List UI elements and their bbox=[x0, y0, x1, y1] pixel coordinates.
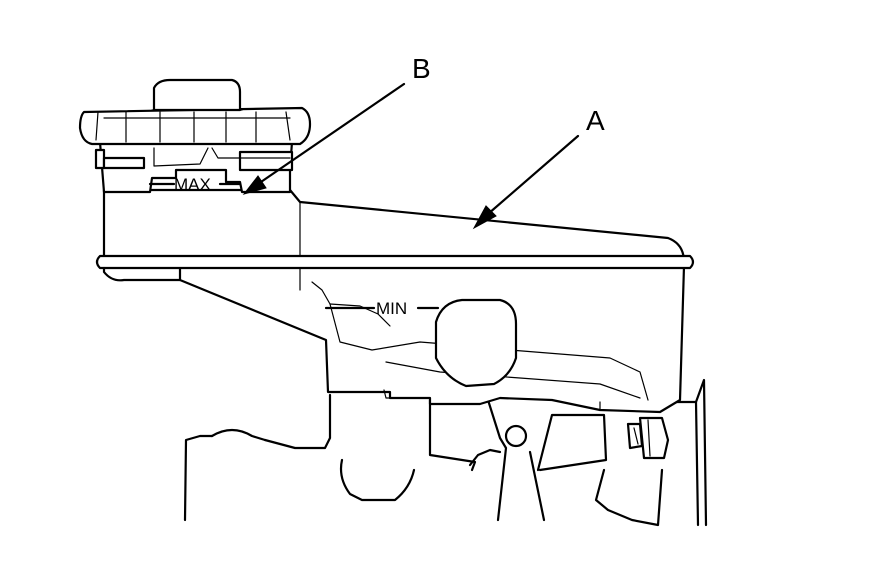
min-label: MIN bbox=[376, 299, 407, 318]
min-level-mark: MIN bbox=[324, 299, 440, 318]
max-level-mark: MAX bbox=[148, 175, 242, 194]
callout-label-b: B bbox=[412, 53, 431, 84]
reservoir-lower-housing bbox=[178, 264, 686, 414]
max-label: MAX bbox=[174, 175, 211, 194]
callout-arrow-b bbox=[242, 82, 406, 195]
reservoir-cap bbox=[78, 78, 312, 194]
callout-label-a: A bbox=[586, 105, 605, 136]
mounting-body bbox=[183, 378, 708, 527]
reservoir-upper-tank bbox=[95, 188, 695, 291]
arrowhead-a bbox=[472, 205, 497, 230]
callout-arrow-a bbox=[472, 134, 580, 230]
arrowhead-b bbox=[242, 175, 267, 195]
